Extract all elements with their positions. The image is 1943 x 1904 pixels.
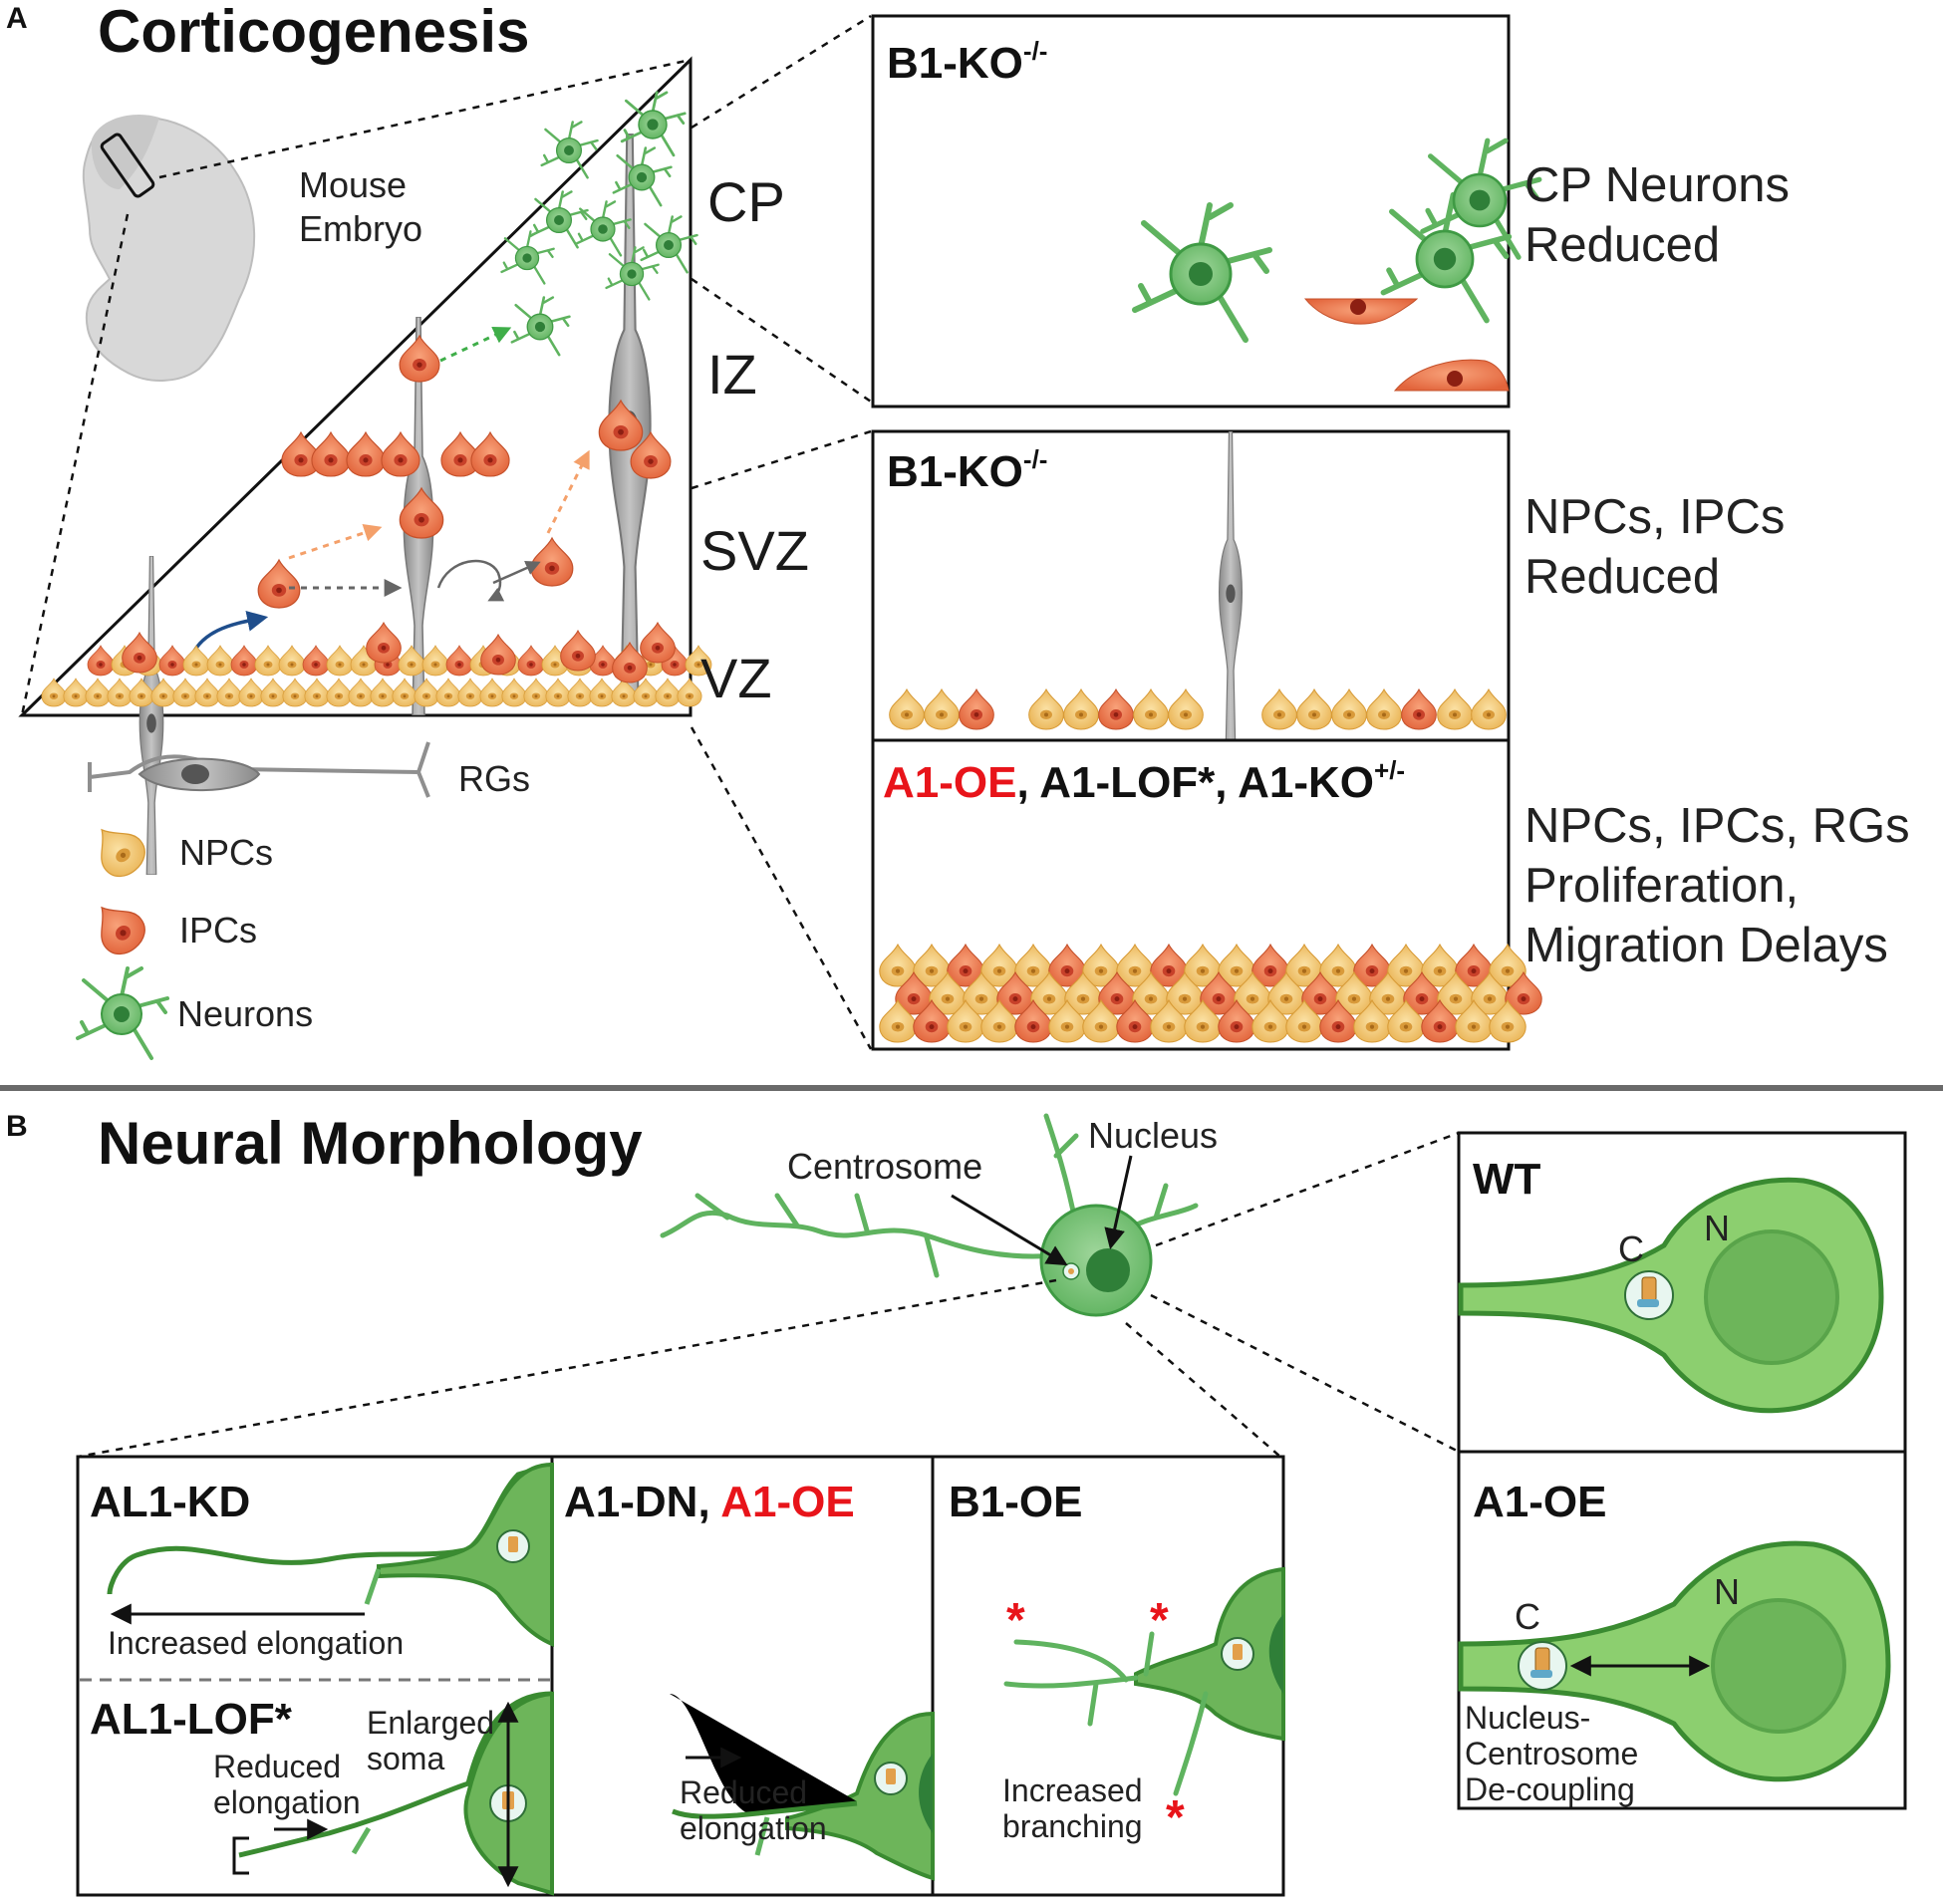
a1dn-title-rest: A1-DN,: [564, 1478, 720, 1526]
box3-result-line1: NPCs, IPCs, RGs: [1525, 799, 1910, 853]
box3-result-line2: Proliferation,: [1525, 859, 1799, 913]
panel-b-letter: B: [6, 1110, 28, 1143]
box2-title-text: B1-KO: [887, 447, 1023, 496]
al1lof-note1-line2: elongation: [213, 1784, 361, 1820]
box-b1ko-vz: [871, 429, 1511, 742]
panel-b-title: Neural Morphology: [98, 1110, 643, 1177]
al1lof-note2-line2: soma: [367, 1741, 444, 1776]
a1dn-note-line2: elongation: [680, 1810, 827, 1846]
box-a1oe-right: [1457, 1450, 1907, 1810]
zone-svz: SVZ: [700, 519, 809, 582]
b1oe-star-2: *: [1150, 1594, 1169, 1647]
box-bottom-morphology: [76, 1455, 1285, 1897]
box-a1oe-vz: [871, 738, 1542, 1051]
box-wt: [1457, 1131, 1907, 1454]
zone-iz: IZ: [707, 343, 757, 406]
box1-title: B1-KO-/-: [887, 36, 1047, 88]
mouse-embryo-illustration: [82, 114, 256, 382]
legend-rgs: RGs: [458, 758, 530, 799]
a1dn-title-red: A1-OE: [720, 1478, 854, 1526]
embryo-label-line1: Mouse: [299, 164, 407, 205]
a1dn-note-line1: Reduced: [680, 1774, 807, 1810]
panel-a-letter: A: [6, 2, 28, 35]
b1oe-star-3: *: [1166, 1791, 1185, 1844]
b1oe-title: B1-OE: [949, 1478, 1082, 1526]
box3-title-rest: , A1-LOF*, A1-KO: [1016, 758, 1374, 807]
legend-ipcs: IPCs: [179, 910, 257, 951]
legend: [76, 741, 430, 1060]
legend-neurons: Neurons: [177, 993, 313, 1034]
al1kd-note: Increased elongation: [108, 1625, 404, 1661]
box3-title-red: A1-OE: [883, 758, 1016, 807]
box1-title-text: B1-KO: [887, 39, 1023, 88]
nucleus-label: Nucleus: [1088, 1115, 1218, 1156]
a1oe-right-note-line2: Centrosome: [1465, 1736, 1638, 1771]
centrosome-label: Centrosome: [787, 1146, 982, 1187]
b1oe-note-line1: Increased: [1002, 1772, 1143, 1808]
zone-cp: CP: [707, 170, 785, 233]
b1oe-note-line2: branching: [1002, 1808, 1143, 1844]
wt-n-label: N: [1704, 1208, 1730, 1248]
box3-title: A1-OE, A1-LOF*, A1-KO+/-: [883, 755, 1405, 807]
box1-title-sup: -/-: [1023, 36, 1048, 66]
al1lof-note1-line1: Reduced: [213, 1749, 341, 1784]
a1oe-right-note-line1: Nucleus-: [1465, 1700, 1590, 1736]
al1lof-note2-line1: Enlarged: [367, 1705, 494, 1741]
box3-result-line3: Migration Delays: [1525, 919, 1888, 972]
al1lof-title: AL1-LOF*: [90, 1695, 293, 1744]
box-b1ko-cp: [871, 14, 1539, 408]
zoom-lines-a: [20, 14, 873, 1050]
al1kd-title: AL1-KD: [90, 1478, 250, 1526]
a1oe-right-c-label: C: [1515, 1596, 1540, 1637]
zoom-lines-b: [77, 1131, 1460, 1459]
box1-result-line1: CP Neurons: [1525, 158, 1790, 212]
box2-result-line2: Reduced: [1525, 550, 1720, 604]
box2-result-line1: NPCs, IPCs: [1525, 490, 1785, 544]
wt-c-label: C: [1618, 1228, 1644, 1269]
a1dn-title: A1-DN, A1-OE: [564, 1478, 855, 1526]
zone-vz: VZ: [700, 647, 772, 709]
legend-npcs: NPCs: [179, 832, 273, 873]
b1oe-star-1: *: [1006, 1594, 1025, 1647]
box3-title-sup: +/-: [1374, 755, 1405, 785]
box2-title-sup: -/-: [1023, 444, 1048, 474]
a1oe-right-title: A1-OE: [1473, 1478, 1606, 1526]
a1oe-right-n-label: N: [1714, 1571, 1740, 1612]
wt-title: WT: [1473, 1155, 1541, 1204]
embryo-label-line2: Embryo: [299, 208, 422, 249]
box2-title: B1-KO-/-: [887, 444, 1047, 496]
a1oe-right-note-line3: De-coupling: [1465, 1771, 1635, 1807]
box1-result-line2: Reduced: [1525, 218, 1720, 272]
cortex-triangle: [18, 56, 712, 875]
panel-a-title: Corticogenesis: [98, 0, 529, 65]
